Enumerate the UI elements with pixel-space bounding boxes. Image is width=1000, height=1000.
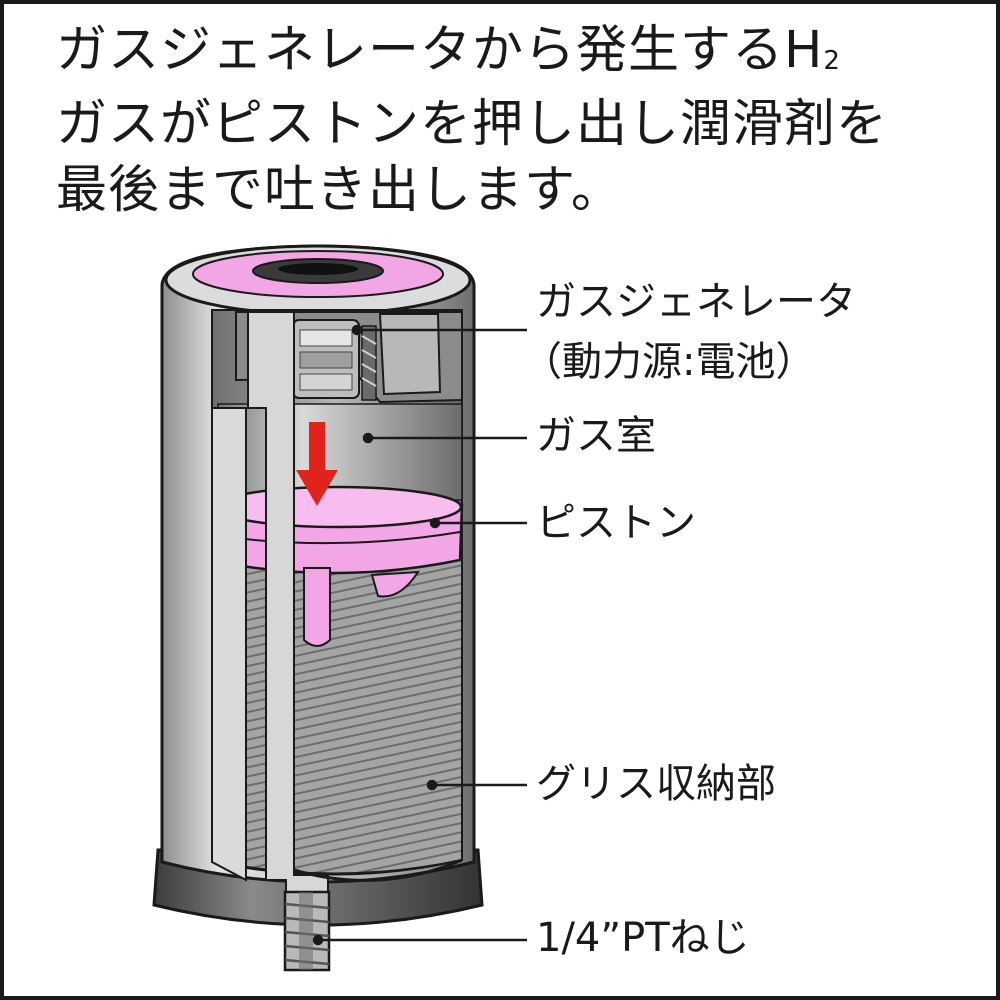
piston-rod bbox=[303, 567, 331, 647]
generator-cover bbox=[378, 313, 442, 396]
label-grease-storage: グリス収納部 bbox=[536, 761, 776, 807]
piston-top bbox=[213, 485, 463, 529]
headline-line-2: ガスがピストンを押し出し潤滑剤を bbox=[56, 95, 889, 154]
label-gas-generator: ガスジェネレータ bbox=[536, 279, 856, 325]
gas-pressure-arrow bbox=[296, 422, 338, 506]
leader-lines bbox=[312, 324, 527, 946]
label-piston: ピストン bbox=[536, 500, 696, 546]
piston-lug bbox=[370, 570, 420, 598]
left-wall bbox=[211, 407, 247, 882]
label-gas-chamber: ガス室 bbox=[536, 413, 656, 459]
headline: ガスジェネレータから発生するH2 ガスがピストンを押し出し潤滑剤を 最後まで吐き… bbox=[56, 18, 976, 224]
headline-line-1: ガスジェネレータから発生するH2 bbox=[56, 21, 841, 80]
headline-line-3: 最後まで吐き出します。 bbox=[56, 161, 623, 220]
gas-chamber bbox=[217, 403, 463, 501]
label-thread: 1/4”PTねじ bbox=[536, 915, 750, 961]
grease-storage-area bbox=[217, 554, 463, 875]
subscript-2: 2 bbox=[823, 46, 841, 76]
label-gas-generator-note: （動力源:電池） bbox=[522, 339, 816, 385]
